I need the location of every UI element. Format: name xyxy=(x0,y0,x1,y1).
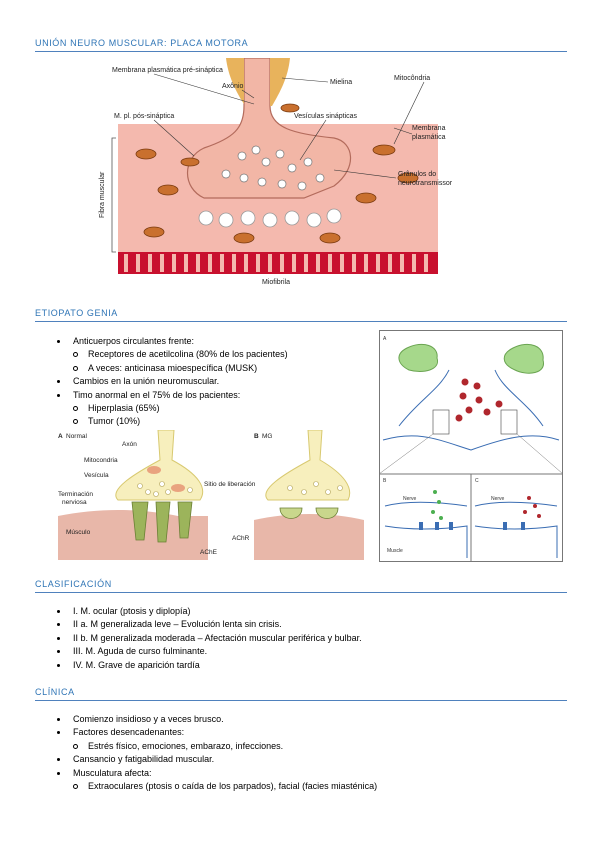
list-item: Anticuerpos circulantes frente: Receptor… xyxy=(35,335,375,375)
label-membrana-2: plasmática xyxy=(412,134,446,141)
label-nerve-2: Nerve xyxy=(491,496,505,502)
clinica-list: Comienzo insidioso y a veces brusco. Fac… xyxy=(35,713,555,793)
list-item: II b. M generalizada moderada – Afectaci… xyxy=(35,632,555,645)
list-item: Comienzo insidioso y a veces brusco. xyxy=(35,713,555,726)
nerve-terminal-mg xyxy=(265,430,351,501)
label-musculo: Músculo xyxy=(66,529,91,536)
mitochondria xyxy=(135,103,419,244)
sub-list-item: Estrés físico, emociones, embarazo, infe… xyxy=(35,740,555,753)
section-title-clinica: CLÍNICA xyxy=(35,687,75,697)
section-title-union: UNIÓN NEURO MUSCULAR: PLACA MOTORA xyxy=(35,38,249,48)
label-fibra: Fibra muscular xyxy=(99,171,106,218)
label-axon: Axón xyxy=(122,441,137,448)
label-miofibrila: Miofibrila xyxy=(262,279,290,286)
label-mitocondria2: Mitocondria xyxy=(84,457,118,464)
label-a3: A xyxy=(383,336,387,342)
cell-right xyxy=(503,344,544,374)
label-terminacion-2: nerviosa xyxy=(62,499,87,506)
list-item: III. M. Aguda de curso fulminante. xyxy=(35,645,555,658)
label-vesiculas: Vesículas sinápticas xyxy=(294,113,358,120)
cell-left xyxy=(398,343,439,372)
label-mitocondria: Mitocôndria xyxy=(394,75,430,82)
section-title-etio: ETIOPATO GENIA xyxy=(35,308,118,318)
section-rule xyxy=(35,51,567,52)
label-granulos-2: neurotransmissor xyxy=(398,180,453,187)
sub-list-item: Extraoculares (ptosis o caída de los par… xyxy=(35,780,555,793)
label-nerve-1: Nerve xyxy=(403,496,417,502)
label-normal: Normal xyxy=(66,433,88,440)
label-m-pos: M. pl. pós-sináptica xyxy=(114,113,174,120)
label-achr: AChR xyxy=(232,535,250,542)
label-membrana-pre: Membrana plasmática pré-sináptica xyxy=(112,67,223,74)
normal-vs-mg-figure: A Normal B MG Axón Mitocondria Vesícula … xyxy=(58,430,364,564)
label-granulos-1: Grânulos do xyxy=(398,171,436,178)
list-item: Cansancio y fatigabilidad muscular. xyxy=(35,753,555,766)
red-granules xyxy=(455,378,503,422)
label-b3: B xyxy=(383,478,387,484)
neuromuscular-junction-figure: Membrana plasmática pré-sináptica Axônio… xyxy=(94,58,478,290)
list-item: Musculatura afecta: Extraoculares (ptosi… xyxy=(35,767,555,794)
list-item: IV. M. Grave de aparición tardía xyxy=(35,659,555,672)
sub-list-item: Receptores de acetilcolina (80% de los p… xyxy=(35,348,375,361)
label-axonio: Axônio xyxy=(222,83,244,90)
label-muscle: Muscle xyxy=(387,548,403,554)
synaptic-folds xyxy=(198,208,342,228)
label-terminacion-1: Terminación xyxy=(58,491,93,498)
sub-list-item: A veces: anticinasa mioespecífica (MUSK) xyxy=(35,362,375,375)
label-ache: AChE xyxy=(200,549,218,556)
label-membrana-1: Membrana xyxy=(412,125,446,132)
section-rule xyxy=(35,592,567,593)
label-a: A xyxy=(58,433,63,440)
label-sitio: Sitio de liberación xyxy=(204,481,256,488)
clasif-list: I. M. ocular (ptosis y diplopía) II a. M… xyxy=(35,605,555,672)
list-item: II a. M generalizada leve – Evolución le… xyxy=(35,618,555,631)
label-b: B xyxy=(254,433,259,440)
label-mg: MG xyxy=(262,433,272,440)
list-item: Cambios en la unión neuromuscular. xyxy=(35,375,375,388)
section-rule xyxy=(35,700,567,701)
section-title-clasif: CLASIFICACIÓN xyxy=(35,579,112,589)
nerve-terminal-normal xyxy=(115,430,204,501)
list-item: Factores desencadenantes: Estrés físico,… xyxy=(35,726,555,753)
list-item: I. M. ocular (ptosis y diplopía) xyxy=(35,605,555,618)
muscle-normal xyxy=(58,510,208,560)
synaptic-vesicles xyxy=(221,145,325,191)
label-mielina: Mielina xyxy=(330,79,352,86)
list-item: Timo anormal en el 75% de los pacientes:… xyxy=(35,389,375,429)
myelin xyxy=(270,58,290,106)
etio-list: Anticuerpos circulantes frente: Receptor… xyxy=(35,335,375,429)
sub-list-item: Tumor (10%) xyxy=(35,415,375,428)
label-vesicula: Vesícula xyxy=(84,472,109,479)
section-rule xyxy=(35,321,567,322)
ach-receptor-diagram: A B C Nerve Nerve Muscle xyxy=(379,330,563,562)
sub-list-item: Hiperplasia (65%) xyxy=(35,402,375,415)
label-c3: C xyxy=(475,478,479,484)
muscle-mg xyxy=(254,514,364,560)
